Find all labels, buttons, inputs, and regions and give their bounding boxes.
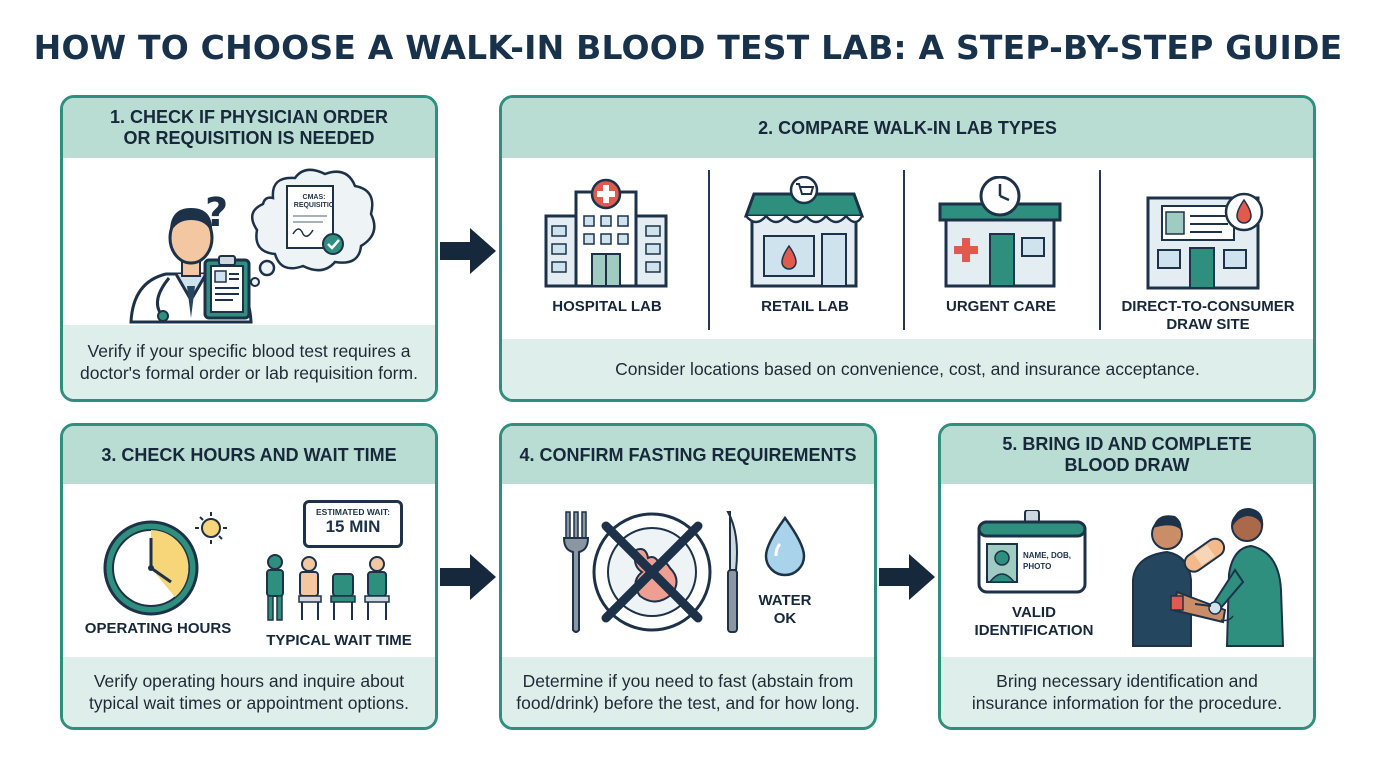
divider <box>903 170 905 330</box>
wait-time-sign: ESTIMATED WAIT: 15 MIN <box>303 500 403 548</box>
retail-store-icon <box>743 176 865 288</box>
step-4-description: Determine if you need to fast (abstain f… <box>502 657 874 727</box>
direct-to-consumer-icon <box>1146 192 1264 290</box>
arrow-icon <box>440 554 496 600</box>
id-card-icon <box>977 510 1087 594</box>
id-card-text: NAME, DOB, PHOTO <box>1023 551 1071 571</box>
blood-draw-icon <box>1132 508 1285 647</box>
clock-icon <box>103 512 227 616</box>
thought-bubble-icon <box>250 168 376 287</box>
step-5-description: Bring necessary identification and insur… <box>941 657 1313 727</box>
wait-sign-label: ESTIMATED WAIT: <box>316 507 390 517</box>
urgent-care-label: URGENT CARE <box>945 298 1056 315</box>
divider <box>1099 170 1101 330</box>
typical-wait-time-label: TYPICAL WAIT TIME <box>266 632 412 649</box>
step-3-description: Verify operating hours and inquire about… <box>63 657 435 727</box>
urgent-care-icon <box>938 176 1062 288</box>
step-2-card: 2. COMPARE WALK-IN LAB TYPES Consider lo… <box>499 95 1316 402</box>
question-mark-icon: ? <box>205 190 229 236</box>
step-1-description: Verify if your specific blood test requi… <box>63 325 435 399</box>
step-2-description: Consider locations based on convenience,… <box>502 339 1313 399</box>
wait-sign-value: 15 MIN <box>325 517 381 536</box>
divider <box>708 170 710 330</box>
step-4-card: 4. CONFIRM FASTING REQUIREMENTS Determin… <box>499 423 877 730</box>
page-title: HOW TO CHOOSE A WALK-IN BLOOD TEST LAB: … <box>33 28 1343 67</box>
step-4-heading: 4. CONFIRM FASTING REQUIREMENTS <box>502 426 874 484</box>
step-1-heading: 1. CHECK IF PHYSICIAN ORDER OR REQUISITI… <box>63 98 435 158</box>
requisition-form-text: CMAS: REQUISITIO <box>293 194 335 209</box>
arrow-icon <box>440 228 496 274</box>
step-5-heading: 5. BRING ID AND COMPLETE BLOOD DRAW <box>941 426 1313 484</box>
step-5-card: 5. BRING ID AND COMPLETE BLOOD DRAW Brin… <box>938 423 1316 730</box>
water-drop-icon <box>764 515 806 577</box>
step-3-card: 3. CHECK HOURS AND WAIT TIME Verify oper… <box>60 423 438 730</box>
clipboard-icon <box>203 255 251 320</box>
step-1-card: 1. CHECK IF PHYSICIAN ORDER OR REQUISITI… <box>60 95 438 402</box>
water-ok-label: WATER OK <box>758 592 812 627</box>
waiting-room-icon <box>266 554 390 621</box>
no-food-icon <box>562 511 738 633</box>
hospital-lab-label: HOSPITAL LAB <box>552 298 662 315</box>
direct-to-consumer-label: DIRECT-TO-CONSUMER DRAW SITE <box>1121 298 1295 333</box>
retail-lab-label: RETAIL LAB <box>761 298 849 315</box>
valid-identification-label: VALID IDENTIFICATION <box>974 604 1094 639</box>
arrow-icon <box>879 554 935 600</box>
hospital-icon <box>544 178 668 288</box>
step-3-heading: 3. CHECK HOURS AND WAIT TIME <box>63 426 435 484</box>
operating-hours-label: OPERATING HOURS <box>84 620 232 637</box>
step-2-heading: 2. COMPARE WALK-IN LAB TYPES <box>502 98 1313 158</box>
